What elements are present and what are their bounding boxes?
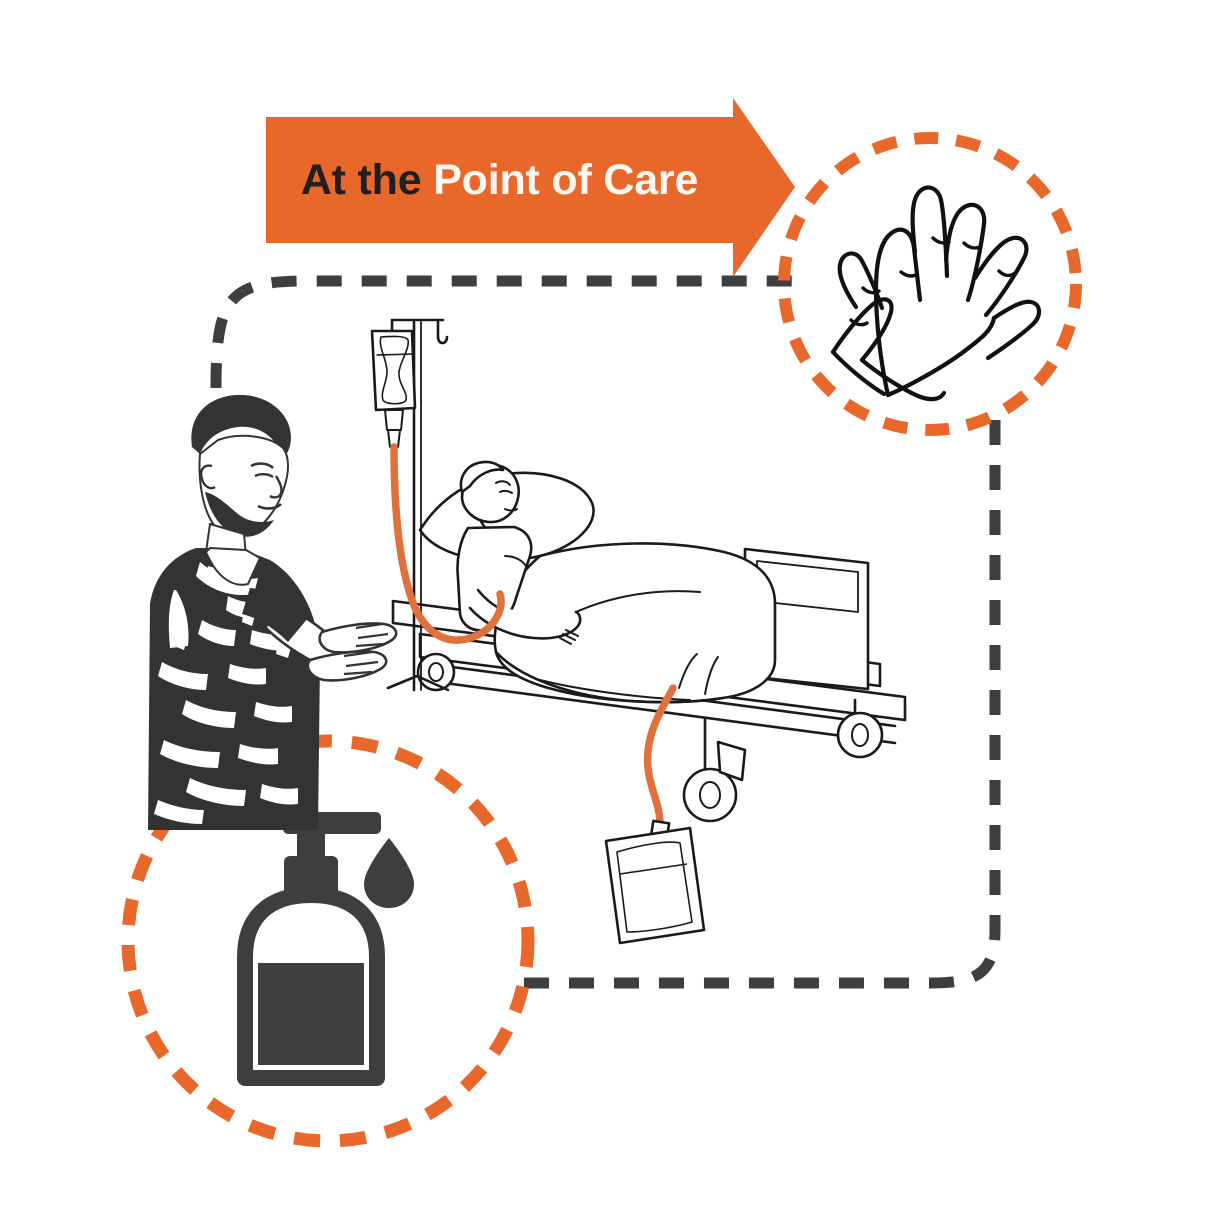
drainage-bag-body <box>604 826 706 945</box>
blanket-hem <box>494 650 725 704</box>
worker-nose <box>269 475 283 499</box>
worker-collar <box>204 546 262 586</box>
worker-mouth <box>257 503 282 510</box>
worker-fingers-upper <box>355 622 389 648</box>
iv-drip-chamber <box>387 429 401 448</box>
dashed-connector-paths <box>210 275 1001 989</box>
dashed-connector-worker-to-hands <box>210 275 800 389</box>
arrow-shape <box>266 98 795 277</box>
blanket-fold-3 <box>704 656 719 695</box>
worker-hair <box>191 394 291 458</box>
iv-bag-inner <box>379 335 410 405</box>
hand-hygiene-circle <box>778 132 1082 436</box>
dashed-connector-hands-to-dispenser <box>520 420 1001 989</box>
patient-face-mouth <box>504 508 518 512</box>
patient-face-brow <box>495 480 511 486</box>
hand-hygiene-ring <box>778 132 1082 436</box>
bed-castor-left-hub <box>428 662 444 682</box>
hand-sanitizer-ring <box>121 734 535 1148</box>
health-care-worker-with-open-hands <box>148 394 398 830</box>
bed-castor-mid-bracket <box>716 740 747 782</box>
worker-brow <box>250 462 274 469</box>
iv-pole-base <box>386 674 450 692</box>
hospital-bed-with-patient <box>391 460 907 823</box>
patient-chest-line <box>504 555 527 567</box>
soap-dispenser-icon <box>237 812 414 1086</box>
patient-hair <box>459 460 505 494</box>
urine-drainage-bag <box>604 819 706 945</box>
worker-scrubs-highlights <box>154 562 298 824</box>
worker-fingers-lower <box>343 650 379 676</box>
at-the-point-of-care-arrow-banner <box>266 98 795 277</box>
worker-sleeve <box>242 588 308 642</box>
iv-tubing <box>390 443 505 644</box>
bed-castor-mid-hub <box>699 781 721 809</box>
worker-eye <box>254 473 274 479</box>
iv-drip-stand <box>370 318 450 692</box>
patient-legs-under-blanket <box>539 679 691 701</box>
drainage-bag-level-line <box>619 863 688 875</box>
worker-beard <box>205 492 274 537</box>
iv-bag-spike <box>384 409 404 431</box>
iv-hook-right <box>436 318 449 345</box>
blanket-fold-2 <box>678 653 698 689</box>
patient-lying-in-bed <box>456 460 582 645</box>
patient-face-eye <box>499 489 513 494</box>
worker-ear <box>199 464 216 490</box>
bed-castor-right-hub <box>851 723 869 747</box>
drainage-bag-inner <box>616 841 693 933</box>
patient-fingers <box>559 629 579 645</box>
interlocked-hands-icon <box>830 185 1042 402</box>
bed-lower-rail-2 <box>435 680 897 745</box>
drainage-tubing <box>643 684 677 828</box>
